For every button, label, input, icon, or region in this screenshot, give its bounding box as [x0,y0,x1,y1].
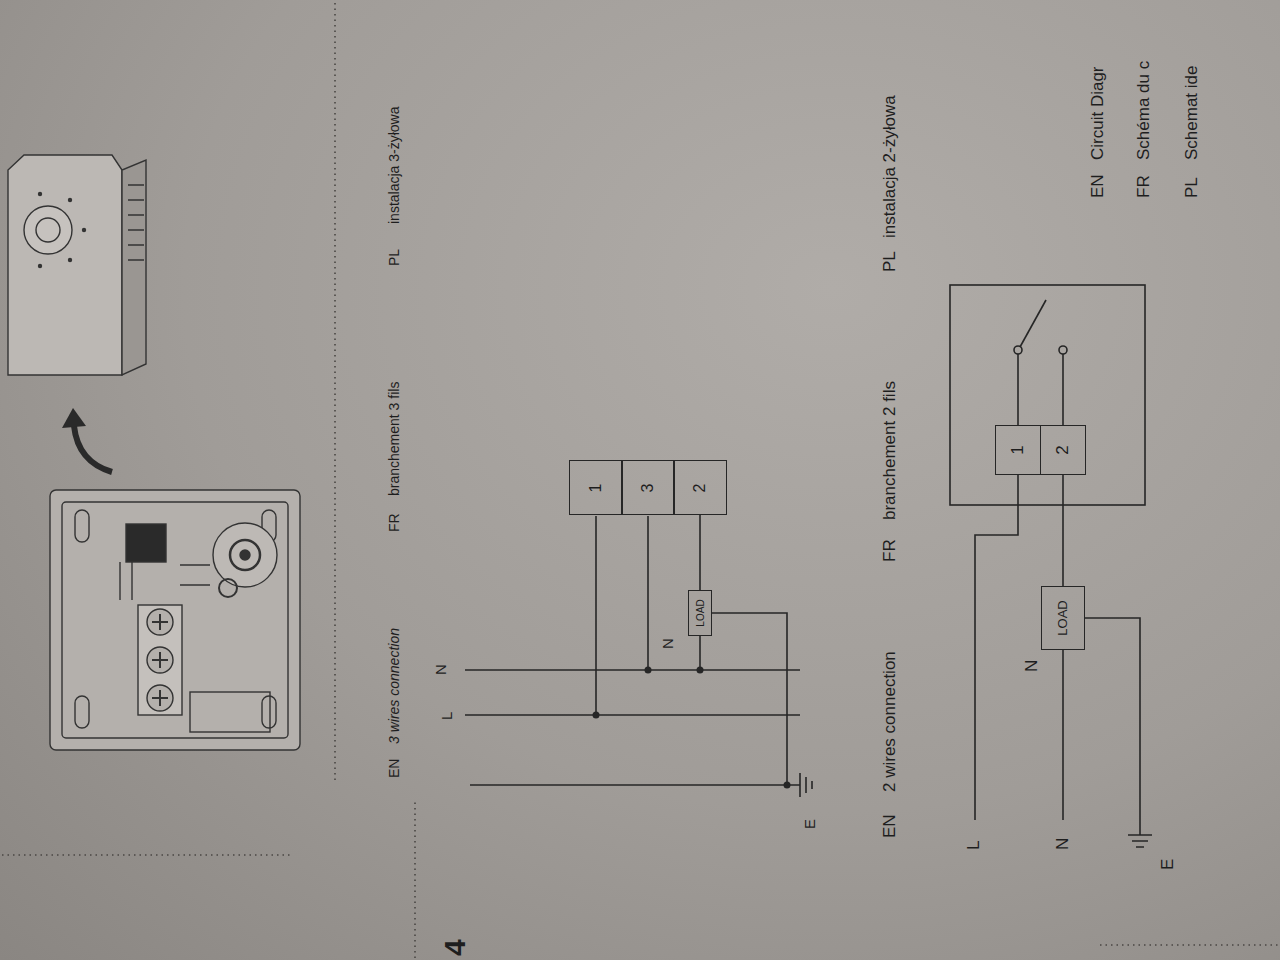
wire-label: N [659,638,676,649]
terminal-block [138,605,182,715]
switch-housing [950,285,1145,505]
wire-connector [699,515,701,590]
turn-arrow-shaft [74,426,112,472]
wire-label: E [801,819,818,829]
switch-contact [1059,346,1067,354]
wire-label: N [1022,660,1042,672]
section-heading: branchement 2 fils [880,381,900,520]
back-plate-drawing [50,490,300,750]
wire-connector [1062,475,1064,586]
language-code: PL [880,251,900,272]
device-dial [24,206,72,254]
wire-label: L [438,712,455,720]
junction-dots [593,667,791,789]
live-rail [465,714,800,716]
mounting-slot [75,696,89,728]
section-heading: 3 wires connection [386,628,402,744]
turn-arrow-head [62,408,86,428]
switch-lever [1020,300,1046,347]
device-vents [128,185,144,260]
language-code: EN [1088,174,1108,198]
mounting-slot [75,510,89,542]
mounting-slot [262,696,276,728]
neutral-wire [1062,650,1064,820]
node-text: 2 [1054,445,1073,454]
terminal-cell: 3 [621,461,675,516]
mechanism-lines [120,562,210,600]
cable-slot [190,692,270,732]
wire [1017,354,1019,425]
load-box: LOAD [688,590,712,636]
section-heading: Circuit Diagr [1088,66,1108,160]
terminal-cell: 2 [673,461,727,516]
dial-mechanism [213,523,277,587]
section-heading: Schéma du c [1134,61,1154,160]
wire-label: N [1053,838,1073,850]
wire-label: E [1158,859,1178,870]
wire [647,516,649,670]
earth-rail [470,784,800,786]
language-code: EN [386,759,402,778]
terminal-cell: 2 [1040,425,1087,475]
two-wire-schematic [950,285,1152,847]
wire-label: L [964,841,984,850]
section-heading: branchement 3 fils [386,382,402,496]
terminal-cell: 1 [569,461,623,516]
back-plate [50,490,300,750]
language-code: FR [386,513,402,532]
device-drawing [8,155,146,375]
terminal-cell: 1 [995,425,1042,475]
earth-wire [712,613,787,785]
node-text: LOAD [695,599,706,626]
dotted-separator [414,800,416,958]
node-text: 3 [639,484,657,493]
section-heading: 2 wires connection [880,651,900,792]
dotted-separator [334,2,336,780]
language-code: PL [1182,177,1202,198]
three-wire-schematic [465,516,812,797]
ground-symbol [1128,835,1152,847]
dial-gear [230,540,260,570]
device-side [122,160,146,375]
dotted-separator [1100,944,1278,946]
neutral-rail [465,669,800,671]
device-body [8,155,122,375]
relay-component [126,524,166,562]
screw-cross [152,614,168,706]
ground-symbol [800,773,812,797]
language-code: FR [1134,175,1154,198]
section-heading: Schemat ide [1182,66,1202,161]
junction-dot [645,667,652,674]
page-number: 4 [438,939,473,956]
wire [1062,354,1064,425]
language-code: PL [386,249,402,266]
wire [595,516,597,715]
dial-ticks [38,192,86,268]
section-heading: instalacja 3-żyłowa [386,107,402,225]
wire [699,635,701,670]
junction-dot [593,712,600,719]
turn-arrow [62,408,112,472]
plate-rim [62,502,288,738]
node-text: LOAD [1056,600,1070,635]
node-text: 1 [587,484,605,493]
dial-axle [240,550,250,560]
language-code: EN [880,814,900,838]
section-heading: instalacja 2-żyłowa [880,95,900,238]
dial-gear [219,579,237,597]
dotted-separator [2,854,290,856]
wire-label: N [432,664,449,675]
device-dial-knob [36,218,60,242]
junction-dot [784,782,791,789]
node-text: 2 [691,484,709,493]
load-box: LOAD [1041,586,1085,650]
node-text: 1 [1009,445,1028,454]
earth-wire [1085,618,1140,835]
junction-dot [697,667,704,674]
language-code: FR [880,539,900,562]
live-wire [975,475,1018,820]
